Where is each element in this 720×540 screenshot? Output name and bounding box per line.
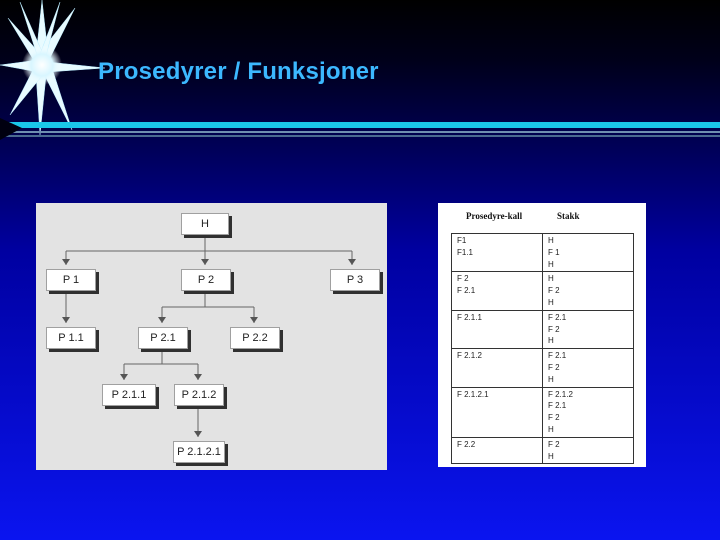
title-rule bbox=[0, 118, 720, 140]
node-p1-1: P 1.1 bbox=[46, 327, 96, 349]
cell-line: F 2 bbox=[548, 413, 560, 423]
call-tree-connectors bbox=[62, 236, 356, 437]
node-p2-2: P 2.2 bbox=[230, 327, 280, 349]
slide-title: Prosedyrer / Funksjoner bbox=[98, 58, 379, 85]
cell-line: F 2.1.2.1 bbox=[457, 389, 489, 399]
cell-line: H bbox=[548, 236, 554, 245]
cell-line: H bbox=[548, 259, 554, 269]
cell-line: F 2 bbox=[457, 274, 469, 284]
node-p2-1-2: P 2.1.2 bbox=[174, 384, 224, 406]
node-p3: P 3 bbox=[330, 269, 380, 291]
starburst-icon bbox=[0, 0, 106, 135]
call-tree-diagram: H P 1 P 2 P 3 P 1.1 P 2.1 P 2.2 P 2.1.1 … bbox=[36, 203, 387, 470]
node-p2: P 2 bbox=[181, 269, 231, 291]
cell-line: F 2.1.2 bbox=[457, 351, 482, 361]
cell-line: H bbox=[548, 297, 554, 307]
node-p2-1-1: P 2.1.1 bbox=[102, 384, 156, 406]
table-row: F 2.1.1 F 2.1 F 2 H bbox=[451, 309, 634, 350]
header-procedure-calls: Prosedyre-kall bbox=[466, 211, 523, 221]
cell-line: F 2.1.2 bbox=[548, 389, 573, 399]
stack-cell: F 2.1 F 2 H bbox=[542, 309, 634, 350]
node-h: H bbox=[181, 213, 229, 235]
cell-line: F 1 bbox=[548, 247, 560, 257]
header-stack: Stakk bbox=[557, 211, 580, 221]
stack-cell: H F 1 H bbox=[542, 232, 634, 273]
calls-cell: F 2.1.2 bbox=[451, 348, 543, 388]
cell-line: F 2 bbox=[548, 362, 560, 372]
cell-line: F1 bbox=[457, 236, 467, 245]
cell-line: F 2 bbox=[548, 286, 560, 296]
cell-line: F1.1 bbox=[457, 247, 474, 257]
cell-line: H bbox=[548, 424, 554, 434]
stack-cell: F 2 H bbox=[542, 436, 634, 465]
cell-line: H bbox=[548, 274, 554, 284]
cell-line: F 2 bbox=[548, 439, 560, 449]
cell-line: F 2 bbox=[548, 324, 560, 334]
cell-line: H bbox=[548, 336, 554, 346]
node-p2-1-2-1: P 2.1.2.1 bbox=[173, 441, 225, 463]
calls-cell: F 2.1.1 bbox=[451, 309, 543, 350]
cell-line: F 2.2 bbox=[457, 439, 476, 449]
cell-line: F 2.1 bbox=[548, 401, 567, 411]
calls-cell: F 2 F 2.1 bbox=[451, 271, 543, 311]
calls-cell: F 2.2 bbox=[451, 436, 543, 465]
table-row: F 2.2 F 2 H bbox=[451, 436, 634, 465]
cell-line: H bbox=[548, 374, 554, 384]
cell-line: F 2.1 bbox=[457, 286, 476, 296]
node-p2-1: P 2.1 bbox=[138, 327, 188, 349]
cell-line: F 2.1 bbox=[548, 351, 567, 361]
cell-line: H bbox=[548, 451, 554, 461]
calls-cell: F 2.1.2.1 bbox=[451, 386, 543, 438]
cell-line: F 2.1.1 bbox=[457, 312, 482, 322]
cell-line: F 2.1 bbox=[548, 312, 567, 322]
node-p1: P 1 bbox=[46, 269, 96, 291]
